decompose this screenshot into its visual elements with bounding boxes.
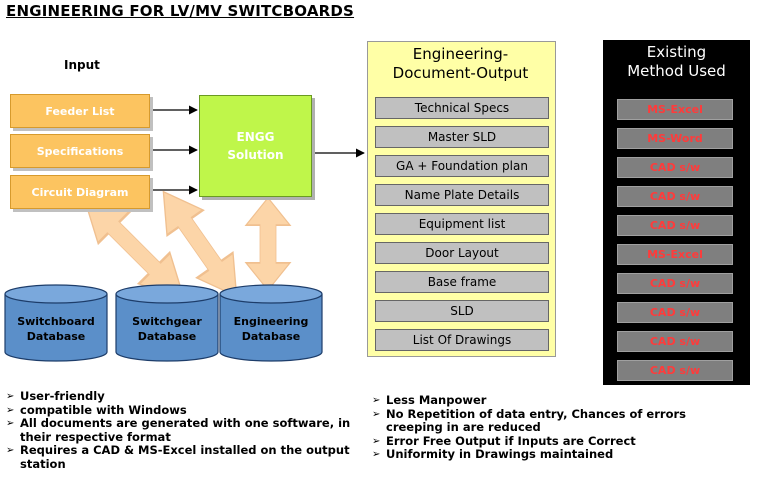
existing-title-line2: Method Used (627, 62, 726, 80)
method-item: CAD s/w (617, 186, 733, 207)
benefit-item: All documents are generated with one sof… (6, 416, 368, 444)
benefits-right-list: Less Manpower No Repetition of data entr… (372, 393, 707, 462)
output-item-door-layout: Door Layout (375, 242, 549, 264)
existing-title-line1: Existing (646, 43, 707, 61)
benefit-item: compatible with Windows (6, 403, 368, 418)
engg-solution-line2: Solution (227, 148, 284, 162)
database-name: Switchgear (132, 315, 202, 328)
method-item: CAD s/w (617, 331, 733, 352)
method-item: CAD s/w (617, 215, 733, 236)
output-item-master-sld: Master SLD (375, 126, 549, 148)
page-title: ENGINEERING FOR LV/MV SWITCBOARDS (6, 2, 355, 20)
benefit-item: Requires a CAD & MS-Excel installed on t… (6, 443, 368, 471)
benefit-item: User-friendly (6, 389, 368, 404)
output-item-sld: SLD (375, 300, 549, 322)
input-specifications: Specifications (10, 134, 150, 168)
method-item: CAD s/w (617, 302, 733, 323)
database-label: Database (241, 330, 301, 343)
method-item: CAD s/w (617, 157, 733, 178)
database-cylinder-icon (115, 284, 219, 362)
output-item-ga-foundation: GA + Foundation plan (375, 155, 549, 177)
input-heading: Input (64, 58, 100, 72)
method-item: CAD s/w (617, 360, 733, 381)
benefit-item: Less Manpower (372, 393, 707, 408)
method-item: MS-Word (617, 128, 733, 149)
existing-method-panel (603, 40, 750, 385)
output-title-line1: Engineering- (412, 45, 509, 63)
engineering-database: Engineering Database (219, 284, 323, 362)
switchgear-database: Switchgear Database (115, 284, 219, 362)
output-item-technical-specs: Technical Specs (375, 97, 549, 119)
benefit-item: Error Free Output if Inputs are Correct (372, 434, 707, 449)
database-label: Database (26, 330, 86, 343)
benefit-item: Uniformity in Drawings maintained (372, 447, 707, 462)
double-arrow-engineering-db (244, 196, 292, 292)
database-cylinder-icon (4, 284, 108, 362)
output-title-line2: Document-Output (392, 64, 529, 82)
engg-solution-box: ENGG Solution (199, 95, 312, 197)
engg-solution-line1: ENGG (236, 130, 275, 144)
database-cylinder-icon (219, 284, 323, 362)
benefits-left-list: User-friendly compatible with Windows Al… (6, 389, 368, 471)
input-feeder-list: Feeder List (10, 94, 150, 128)
database-label: Database (137, 330, 197, 343)
benefit-item: No Repetition of data entry, Chances of … (372, 407, 707, 435)
method-item: MS-Excel (617, 99, 733, 120)
database-name: Engineering (233, 315, 309, 328)
existing-method-title: Existing Method Used (603, 43, 750, 81)
output-item-base-frame: Base frame (375, 271, 549, 293)
switchboard-database: Switchboard Database (4, 284, 108, 362)
output-item-equipment-list: Equipment list (375, 213, 549, 235)
input-circuit-diagram: Circuit Diagram (10, 175, 150, 209)
method-item: CAD s/w (617, 273, 733, 294)
output-title: Engineering- Document-Output (367, 45, 554, 83)
output-item-list-of-drawings: List Of Drawings (375, 329, 549, 351)
method-item: MS-Excel (617, 244, 733, 265)
output-item-name-plate: Name Plate Details (375, 184, 549, 206)
database-name: Switchboard (17, 315, 95, 328)
